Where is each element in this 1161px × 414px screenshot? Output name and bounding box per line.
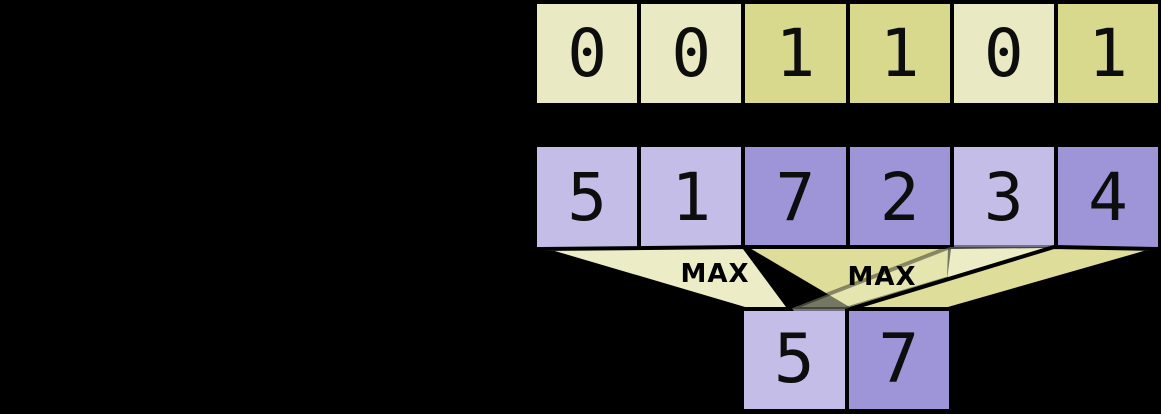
mask-cell-2: 1 xyxy=(745,4,846,103)
output-cell-0: 5 xyxy=(744,309,845,409)
input-cell-4: 3 xyxy=(953,147,1054,247)
mask-cell-1: 0 xyxy=(641,4,742,103)
max-label-left: MAX xyxy=(680,259,750,289)
input-cell-2: 7 xyxy=(745,147,846,247)
input-cell-5: 4 xyxy=(1057,147,1159,247)
output-cell-1: 7 xyxy=(848,309,949,409)
input-cell-0: 5 xyxy=(537,147,638,247)
max-label-right: MAX xyxy=(847,262,917,292)
binary-mask-row: 0 0 1 1 0 1 xyxy=(537,4,1159,103)
mask-cell-3: 1 xyxy=(849,4,950,103)
output-values-row: 5 7 xyxy=(744,309,949,409)
mask-cell-5: 1 xyxy=(1057,4,1159,103)
mask-cell-0: 0 xyxy=(537,4,638,103)
input-values-row: 5 1 7 2 3 4 xyxy=(537,147,1159,247)
funnel-left-band-highlight xyxy=(947,248,1046,280)
mask-cell-4: 0 xyxy=(953,4,1054,103)
input-cell-3: 2 xyxy=(849,147,950,247)
input-cell-1: 1 xyxy=(641,147,742,247)
